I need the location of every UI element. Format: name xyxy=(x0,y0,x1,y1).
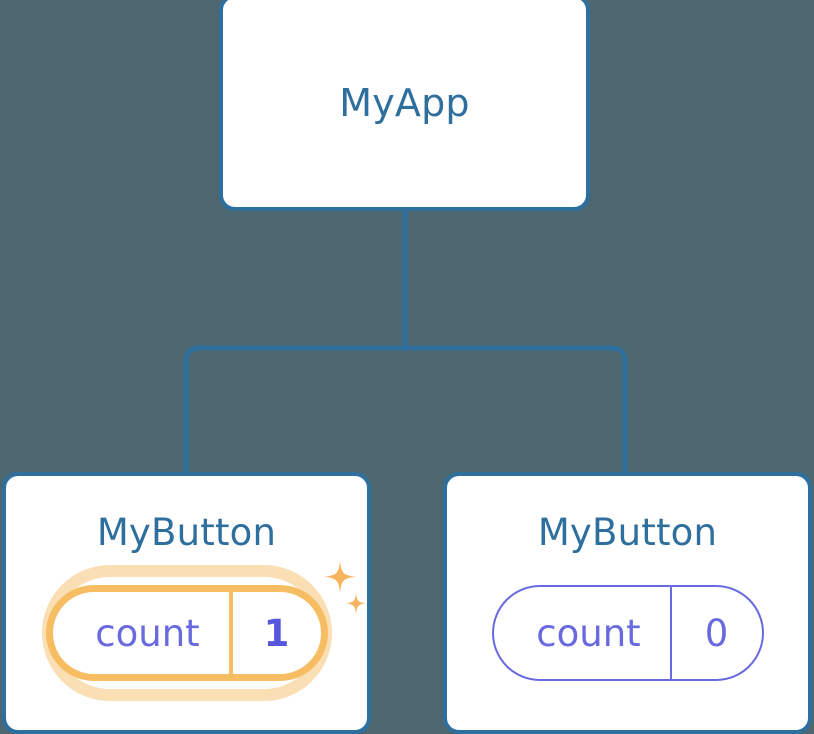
node-mybutton-1[interactable]: MyButton count 1 xyxy=(2,472,371,734)
node-mybutton-1-title: MyButton xyxy=(96,511,277,554)
state-pill-2-value: 0 xyxy=(669,587,762,679)
state-pill-1-body[interactable]: count 1 xyxy=(45,585,328,681)
state-pill-2-key: count xyxy=(536,611,641,655)
node-myapp-title: MyApp xyxy=(339,80,470,125)
sparkle-small-icon xyxy=(345,593,366,614)
state-pill-1-value: 1 xyxy=(228,592,321,674)
node-myapp[interactable]: MyApp xyxy=(219,0,590,211)
state-pill-1-key: count xyxy=(95,611,200,655)
sparkle-large-icon xyxy=(324,561,355,593)
sparkle-group xyxy=(314,555,374,635)
edge-branch-bus xyxy=(183,345,628,474)
node-mybutton-2[interactable]: MyButton count 0 xyxy=(443,472,812,734)
state-pill-1[interactable]: count 1 xyxy=(41,561,366,701)
state-pill-2[interactable]: count 0 xyxy=(491,585,764,681)
state-pill-2-body[interactable]: count 0 xyxy=(491,585,764,681)
node-mybutton-2-title: MyButton xyxy=(537,511,718,554)
